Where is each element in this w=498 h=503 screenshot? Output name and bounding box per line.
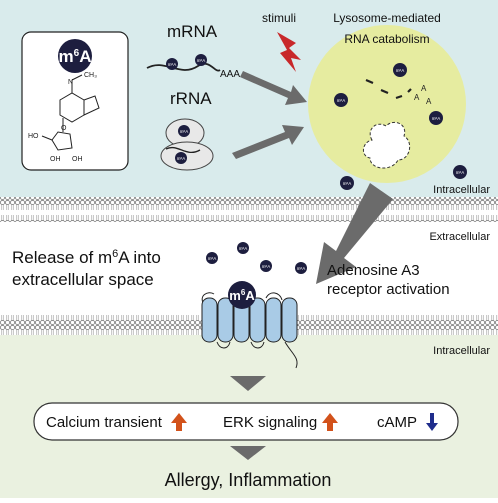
release-label-line-2: extracellular space	[12, 270, 154, 289]
poly-a-tail-label: AAA	[220, 69, 240, 80]
lysosome-m6a-dot-2	[334, 93, 348, 107]
extracellular-label: Extracellular	[429, 231, 490, 243]
extracellular-m6a-dot-4-label: m⁶A	[297, 266, 306, 271]
extracellular-m6a-dot-2-label: m⁶A	[239, 246, 248, 251]
adenosine-a3-receptor	[201, 292, 298, 369]
extracellular-m6a-dot-1-label: m⁶A	[208, 256, 217, 261]
camp-down-arrow-icon	[426, 413, 438, 431]
m6a-chemical-structure	[41, 74, 100, 151]
n-label: N	[68, 79, 73, 86]
mrna-m6a-dot-2-label: m⁶A	[197, 58, 206, 63]
extracellular-m6a-dot-3	[260, 260, 272, 272]
degraded-ribosome	[363, 121, 411, 169]
mrna-m6a-dot-1	[166, 58, 178, 70]
ch3-label: CH₃	[84, 72, 97, 79]
camp-label: cAMP	[377, 414, 417, 431]
mrna-strand	[146, 62, 221, 72]
lysosome-m6a-dot-3	[429, 111, 443, 125]
m6a-badge	[58, 39, 92, 73]
adenosine-label-line-2: receptor activation	[327, 281, 450, 298]
oh-label-1: OH	[50, 156, 61, 163]
mrna-m6a-dot-2	[195, 54, 207, 66]
m6a-badge-label: m6A	[59, 47, 92, 66]
outcome-label: Allergy, Inflammation	[165, 470, 332, 490]
mrna-label: mRNA	[167, 22, 218, 41]
arrow-release-through-membrane	[316, 183, 393, 284]
o-label: O	[61, 125, 67, 132]
release-label-line-1: Release of m6A into	[12, 248, 161, 267]
lightning-bolt-icon	[277, 32, 301, 72]
rrna-m6a-dot-1-label: m⁶A	[180, 129, 189, 134]
degraded-a-2: A	[421, 84, 427, 93]
lysosome-label-line-2: RNA catabolism	[344, 32, 429, 46]
rrna-m6a-dot-1	[178, 125, 190, 137]
degraded-rna-fragments	[365, 78, 412, 100]
extracellular-m6a-dot-1	[206, 252, 218, 264]
cytoplasm-m6a-dot-2	[453, 165, 467, 179]
extracellular-m6a-dot-4	[295, 262, 307, 274]
lysosome-m6a-dot-2-label: m⁶A	[337, 98, 346, 103]
cytoplasm-m6a-dot-1	[340, 176, 354, 190]
ho-label: HO	[28, 133, 39, 140]
lysosome-m6a-dot-1-label: m⁶A	[396, 68, 405, 73]
down-arrowhead-1	[230, 376, 266, 391]
intracellular-label-top: Intracellular	[433, 184, 490, 196]
lysosome-label-line-1: Lysosome-mediated	[333, 11, 441, 25]
m6a-structure-box: m6A CH₃ N HO O OH OH	[21, 31, 129, 171]
rrna-label: rRNA	[170, 89, 212, 108]
calcium-transient-label: Calcium transient	[46, 414, 163, 431]
rrna-m6a-dot-2	[175, 152, 187, 164]
calcium-up-arrow-icon	[171, 413, 187, 431]
lysosome	[308, 25, 466, 183]
oh-label-2: OH	[72, 156, 83, 163]
adenosine-label-line-1: Adenosine A3	[327, 262, 420, 279]
cell-membrane-top	[0, 197, 498, 222]
cytoplasm-m6a-dot-1-label: m⁶A	[343, 181, 352, 186]
receptor-bound-m6a-label: m6A	[229, 288, 255, 303]
erk-signaling-label: ERK signaling	[223, 414, 317, 431]
arrow-mrna-to-lysosome	[240, 71, 307, 105]
stimuli-label: stimuli	[262, 11, 296, 25]
lysosome-m6a-dot-3-label: m⁶A	[432, 116, 441, 121]
degraded-a-3: A	[426, 97, 432, 106]
extracellular-m6a-dot-3-label: m⁶A	[262, 264, 271, 269]
mrna-m6a-dot-1-label: m⁶A	[168, 62, 177, 67]
extracellular-m6a-dot-2	[237, 242, 249, 254]
cytoplasm-m6a-dot-2-label: m⁶A	[456, 170, 465, 175]
down-arrowhead-2	[230, 446, 266, 460]
lysosome-m6a-dot-1	[393, 63, 407, 77]
arrow-rrna-to-lysosome	[232, 125, 304, 159]
intracellular-label-bottom: Intracellular	[433, 345, 490, 357]
signaling-effects-box	[33, 402, 459, 441]
degraded-a-1: A	[414, 93, 420, 102]
erk-up-arrow-icon	[322, 413, 338, 431]
rrna-m6a-dot-2-label: m⁶A	[177, 156, 186, 161]
receptor-bound-m6a-badge	[228, 281, 256, 309]
